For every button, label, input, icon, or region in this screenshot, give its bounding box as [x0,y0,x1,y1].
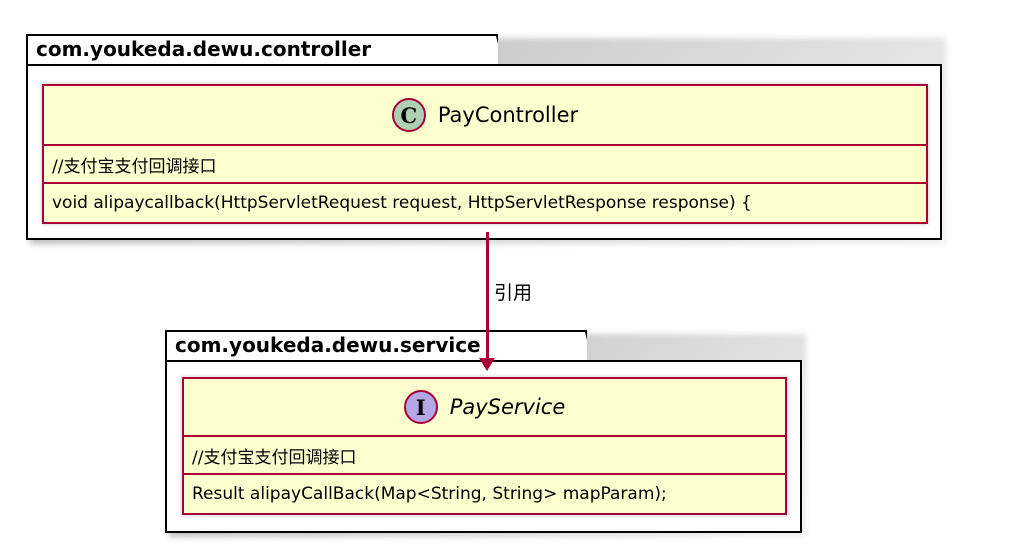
class-box-payservice[interactable]: I PayService //支付宝支付回调接口 Result alipayCa… [182,377,787,515]
package-service[interactable]: com.youkeda.dewu.service I PayService //… [165,330,806,537]
class-box-paycontroller[interactable]: C PayController //支付宝支付回调接口 void alipayc… [42,84,928,224]
package-tab [26,34,482,64]
class-row-text: void alipaycallback(HttpServletRequest r… [52,193,752,213]
class-header: I PayService [184,379,785,437]
dependency-arrow-head [479,358,495,371]
class-title-payservice: PayService [449,395,566,419]
dependency-arrow-label: 引用 [494,282,533,304]
class-row-text: Result alipayCallBack(Map<String, String… [192,484,667,504]
interface-stereotype-icon: I [403,390,438,424]
package-tab-corner [480,34,498,64]
class-header: C PayController [44,86,926,146]
package-controller[interactable]: com.youkeda.dewu.controller C PayControl… [26,34,946,244]
dependency-arrow-line [486,232,489,359]
class-row-text: //支付宝支付回调接口 [52,156,217,177]
class-row-comment: //支付宝支付回调接口 [184,437,785,475]
class-row-method: void alipaycallback(HttpServletRequest r… [44,184,926,222]
class-row-text: //支付宝支付回调接口 [192,447,357,468]
package-name-service: com.youkeda.dewu.service [175,333,481,357]
class-title-paycontroller: PayController [437,103,579,127]
package-tab-corner [569,330,587,360]
class-row-method: Result alipayCallBack(Map<String, String… [184,475,785,513]
class-row-comment: //支付宝支付回调接口 [44,146,926,184]
package-name-controller: com.youkeda.dewu.controller [36,37,372,61]
class-stereotype-icon: C [391,98,426,132]
package-tab [165,330,571,360]
